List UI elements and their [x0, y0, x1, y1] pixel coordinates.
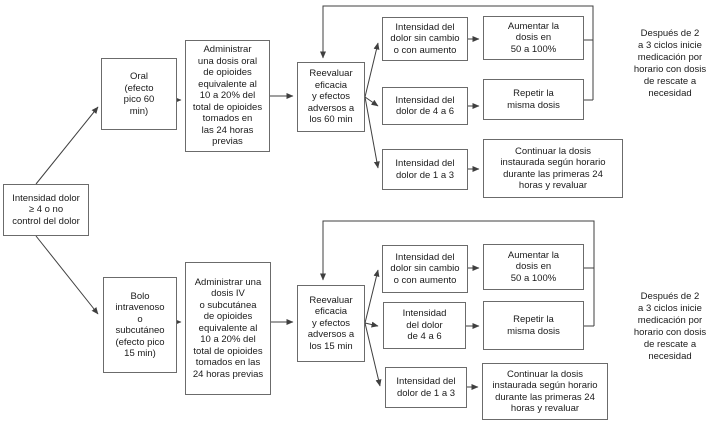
node-continue-dose-top: Continuar la dosis instaurada según hora… [483, 139, 623, 198]
node-pain-1-3-bottom: Intensidad del dolor de 1 a 3 [385, 367, 467, 408]
node-route-iv-bolus: Bolo intravenoso o subcutáneo (efecto pi… [103, 277, 177, 373]
node-pain-4-6-top: Intensidad del dolor de 4 a 6 [382, 87, 468, 125]
node-repeat-dose-bottom: Repetir la misma dosis [483, 301, 584, 350]
node-continue-dose-bottom: Continuar la dosis instaurada según hora… [482, 363, 608, 420]
annotation-after-cycles-top: Después de 2 a 3 ciclos inicie medicació… [633, 28, 707, 99]
node-increase-dose-bottom: Aumentar la dosis en 50 a 100% [483, 244, 584, 290]
node-pain-no-change-top: Intensidad del dolor sin cambio o con au… [382, 17, 468, 61]
node-administer-oral-dose: Administrar una dosis oral de opioides e… [185, 40, 270, 152]
node-route-oral: Oral (efecto pico 60 min) [101, 58, 177, 130]
node-administer-iv-dose: Administrar una dosis IV o subcutánea de… [185, 262, 271, 395]
node-increase-dose-top: Aumentar la dosis en 50 a 100% [483, 16, 584, 60]
annotation-after-cycles-bottom: Después de 2 a 3 ciclos inicie medicació… [633, 291, 707, 362]
node-pain-4-6-bottom: Intensidad del dolor de 4 a 6 [383, 302, 466, 349]
node-reevaluate-60-min: Reevaluar eficacia y efectos adversos a … [297, 62, 365, 132]
node-start-pain-intensity: Intensidad dolor ≥ 4 o no control del do… [3, 184, 89, 236]
node-repeat-dose-top: Repetir la misma dosis [483, 79, 584, 120]
node-reevaluate-15-min: Reevaluar eficacia y efectos adversos a … [297, 285, 365, 362]
node-pain-1-3-top: Intensidad del dolor de 1 a 3 [382, 149, 468, 190]
node-pain-no-change-bottom: Intensidad del dolor sin cambio o con au… [382, 245, 468, 293]
